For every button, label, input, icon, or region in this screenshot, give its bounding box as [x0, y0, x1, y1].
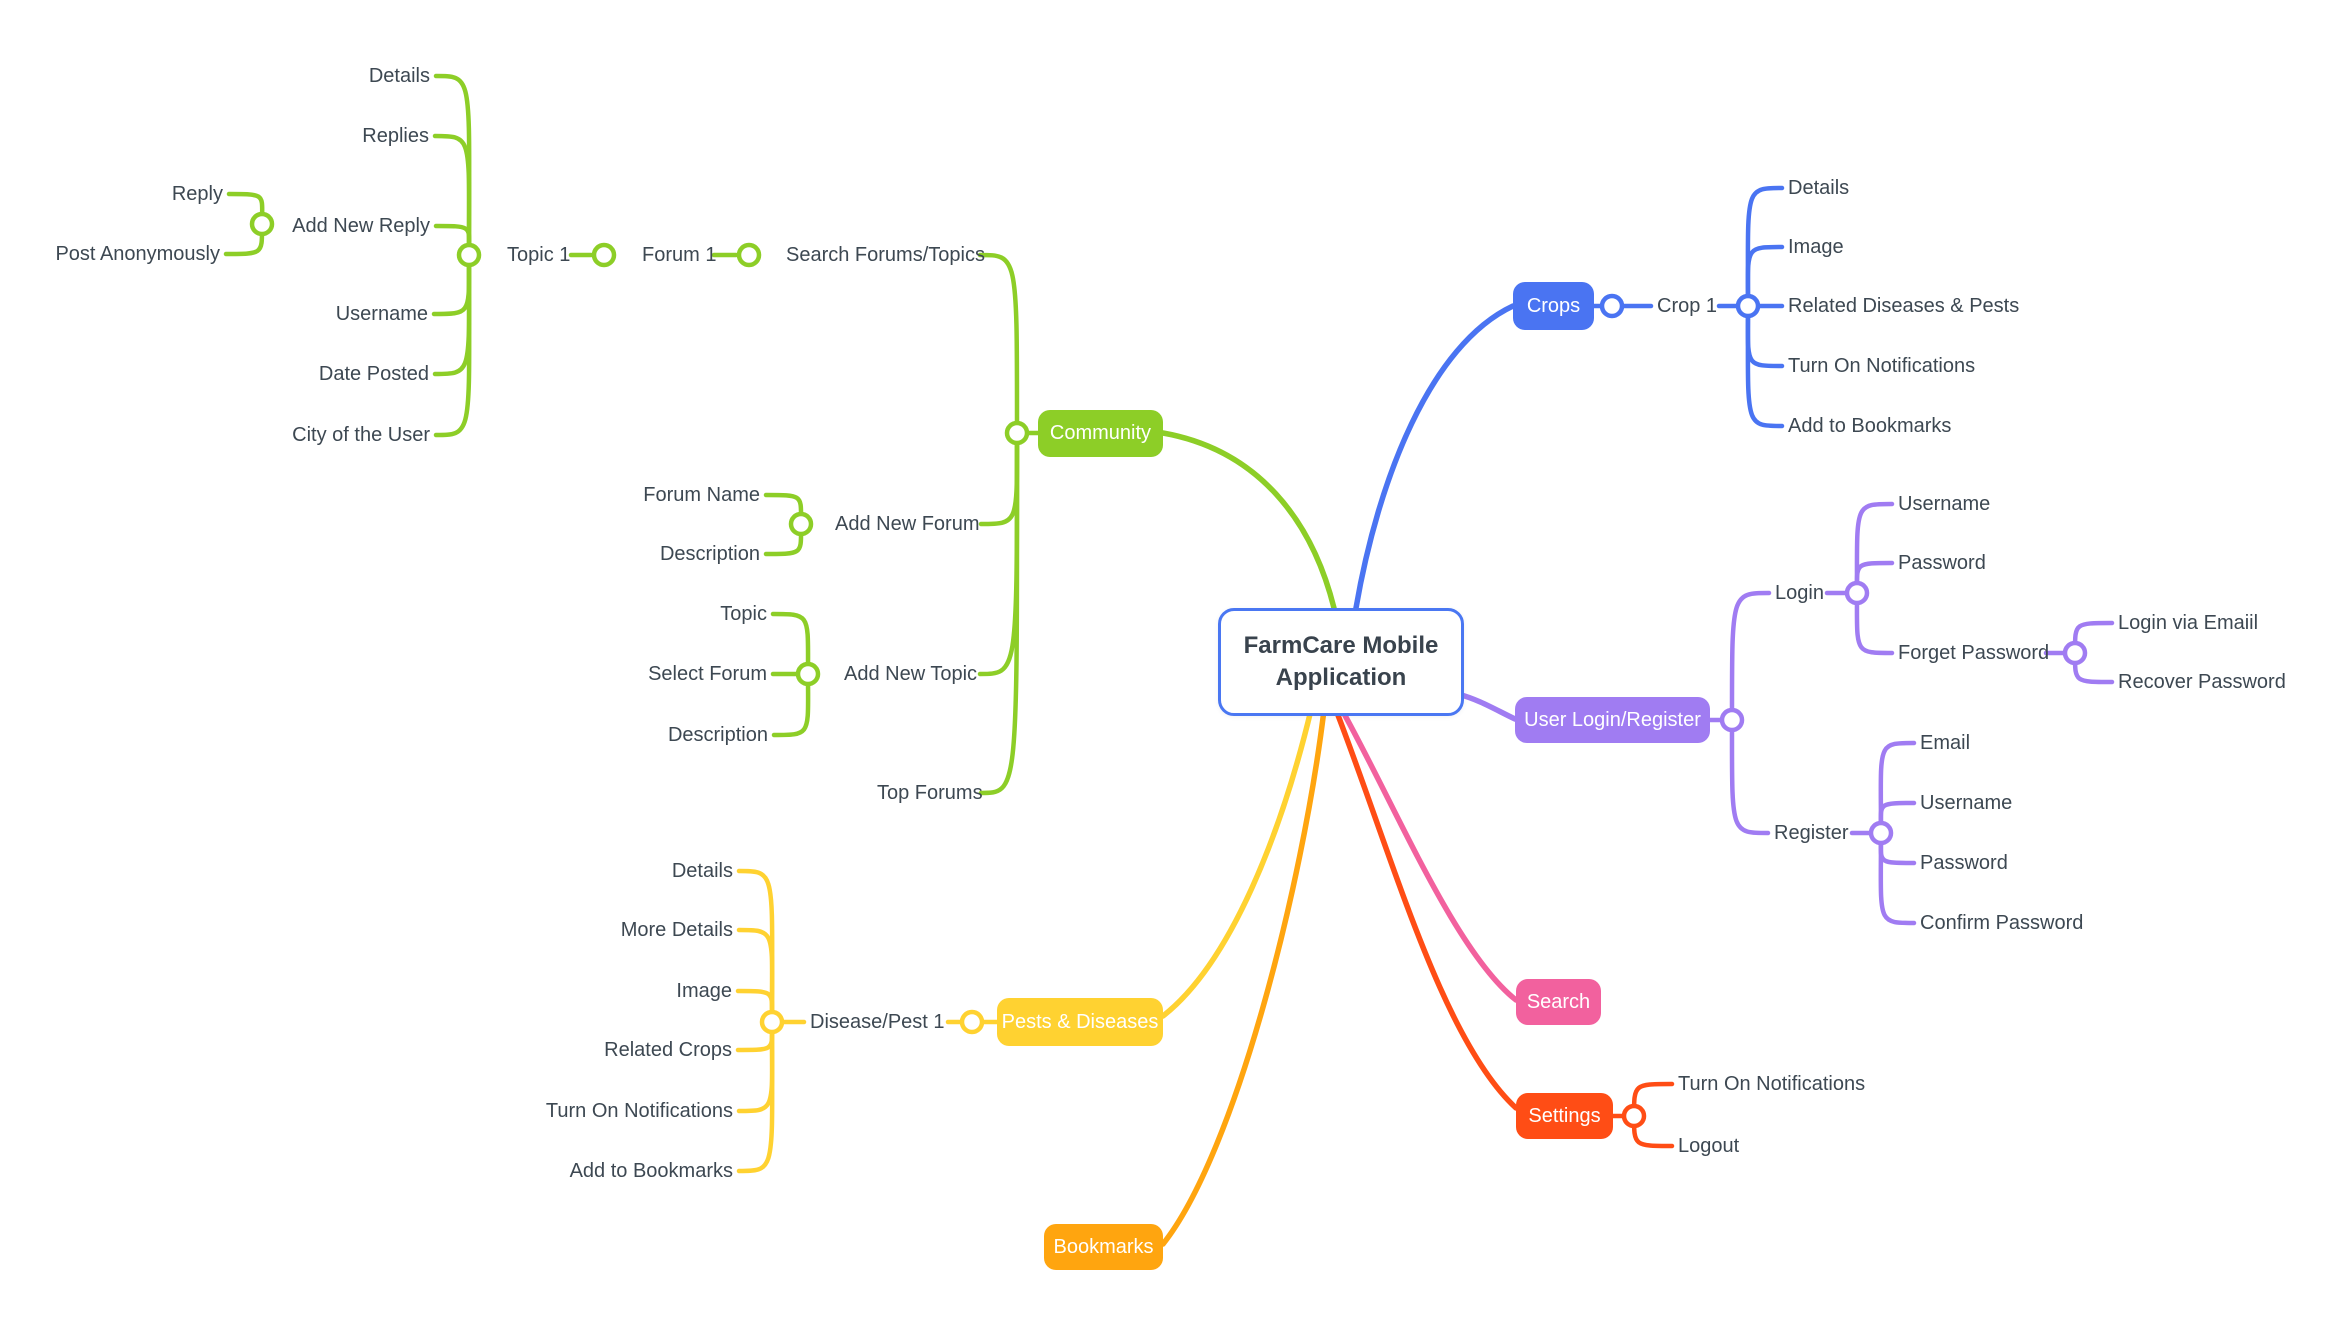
edge-root-community: [1160, 430, 1337, 611]
node-login-password[interactable]: Password: [1898, 552, 1986, 574]
root-edges: [1160, 303, 1519, 1247]
node-select-forum[interactable]: Select Forum: [648, 663, 767, 685]
node-crop-notifications[interactable]: Turn On Notifications: [1788, 355, 1976, 377]
node-login-via-email[interactable]: Login via Emaiil: [2118, 612, 2259, 634]
connector-dot: [1621, 1103, 1647, 1129]
edge-root-settings: [1333, 707, 1519, 1111]
edge-root-bookmarks: [1160, 707, 1327, 1247]
node-crop-image[interactable]: Image: [1788, 236, 1844, 258]
node-recover-password[interactable]: Recover Password: [2118, 671, 2286, 693]
node-search[interactable]: Search: [1516, 979, 1601, 1025]
root-title: FarmCare Mobile Application: [1243, 632, 1439, 691]
connector-dot: [1844, 580, 1870, 606]
connector-dots: [249, 211, 2088, 1129]
node-crop-1[interactable]: Crop 1: [1657, 295, 1718, 317]
node-pest-more-details[interactable]: More Details: [620, 919, 733, 941]
node-forum-1[interactable]: Forum 1: [642, 244, 717, 266]
node-register-username[interactable]: Username: [1920, 792, 2013, 814]
node-topic[interactable]: Topic: [720, 603, 767, 625]
node-bookmarks[interactable]: Bookmarks: [1044, 1224, 1163, 1270]
node-forum-name[interactable]: Forum Name: [643, 484, 760, 506]
node-login[interactable]: Login: [1775, 582, 1824, 604]
node-settings[interactable]: Settings: [1516, 1093, 1613, 1139]
connector-dot: [591, 242, 617, 268]
node-logout[interactable]: Logout: [1678, 1135, 1740, 1157]
node-topic-1[interactable]: Topic 1: [507, 244, 571, 266]
node-pest-details[interactable]: Details: [671, 860, 733, 882]
node-search-forums-topics[interactable]: Search Forums/Topics: [786, 244, 985, 266]
node-disease-pest-1[interactable]: Disease/Pest 1: [810, 1011, 945, 1033]
node-user-login-register[interactable]: User Login/Register: [1515, 697, 1710, 743]
connector-dot: [788, 511, 814, 537]
node-root[interactable]: FarmCare Mobile Application: [1218, 608, 1464, 716]
connector-dot: [249, 211, 275, 237]
connector-dot: [1719, 707, 1745, 733]
pests-edges: [735, 868, 1001, 1174]
node-login-username[interactable]: Username: [1898, 493, 1991, 515]
node-related-crops[interactable]: Related Crops: [604, 1039, 732, 1061]
node-settings-notifications[interactable]: Turn On Notifications: [1678, 1073, 1866, 1095]
node-crops[interactable]: Crops: [1513, 282, 1594, 330]
edge-root-pests: [1160, 707, 1314, 1019]
node-pest-notifications[interactable]: Turn On Notifications: [545, 1100, 733, 1122]
node-pest-add-bookmarks[interactable]: Add to Bookmarks: [569, 1160, 733, 1182]
connector-dot: [1868, 820, 1894, 846]
edge-root-search: [1339, 707, 1519, 1003]
node-topic-replies[interactable]: Replies: [362, 125, 429, 147]
edge-root-user-login: [1455, 691, 1518, 722]
node-add-new-topic[interactable]: Add New Topic: [844, 663, 978, 685]
node-register-email[interactable]: Email: [1920, 732, 1971, 754]
node-forget-password[interactable]: Forget Password: [1898, 642, 2050, 664]
connector-dot: [1599, 293, 1625, 319]
node-add-new-reply[interactable]: Add New Reply: [292, 215, 430, 237]
connector-dot: [456, 242, 482, 268]
node-related-diseases-pests[interactable]: Related Diseases & Pests: [1788, 295, 2020, 317]
node-top-forums[interactable]: Top Forums: [877, 782, 983, 804]
node-forum-description[interactable]: Description: [659, 543, 760, 565]
edge-root-crops: [1353, 303, 1516, 611]
connector-dot: [959, 1009, 985, 1035]
connector-dot: [1735, 293, 1761, 319]
node-date-posted[interactable]: Date Posted: [318, 363, 429, 385]
node-topic-username[interactable]: Username: [335, 303, 428, 325]
node-crop-details[interactable]: Details: [1788, 177, 1850, 199]
node-community[interactable]: Community: [1038, 410, 1163, 457]
node-register[interactable]: Register: [1774, 822, 1849, 844]
connector-dot: [2062, 640, 2088, 666]
connector-dot: [736, 242, 762, 268]
node-post-anonymously[interactable]: Post Anonymously: [55, 243, 220, 265]
connector-dot: [1004, 420, 1030, 446]
node-city-of-the-user[interactable]: City of the User: [292, 424, 430, 446]
community-edges: [223, 73, 1042, 796]
node-topic-details[interactable]: Details: [368, 65, 430, 87]
node-crop-add-bookmarks[interactable]: Add to Bookmarks: [1788, 415, 1952, 437]
node-pests-diseases[interactable]: Pests & Diseases: [997, 998, 1163, 1046]
node-reply[interactable]: Reply: [171, 183, 223, 205]
node-pest-image[interactable]: Image: [676, 980, 732, 1002]
connector-dot: [759, 1009, 785, 1035]
crops-edges: [1591, 185, 1785, 429]
node-add-new-forum[interactable]: Add New Forum: [835, 513, 980, 535]
node-topic-description[interactable]: Description: [667, 724, 768, 746]
node-register-password[interactable]: Password: [1920, 852, 2008, 874]
user-login-edges: [1707, 501, 2115, 926]
node-confirm-password[interactable]: Confirm Password: [1920, 912, 2084, 934]
connector-dot: [795, 661, 821, 687]
